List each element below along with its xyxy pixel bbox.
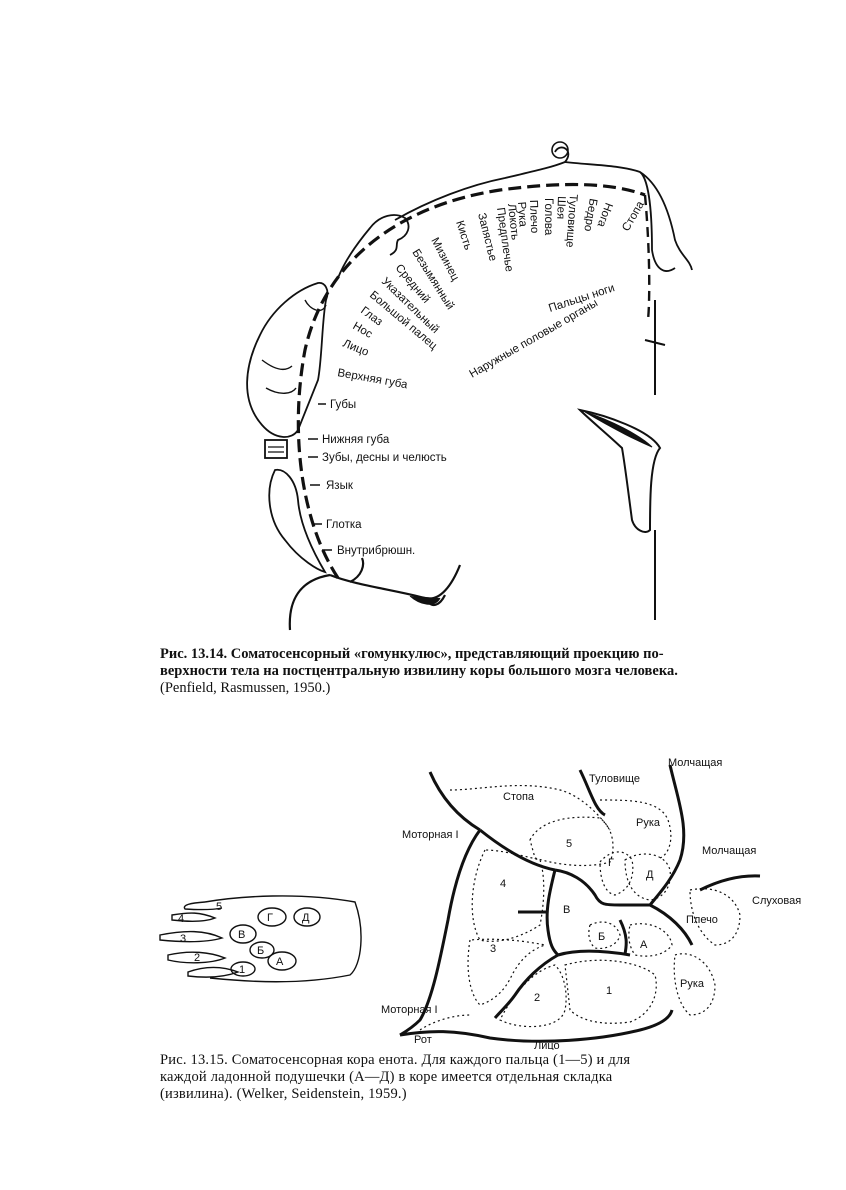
paw-digit-5: 5 [216, 901, 222, 913]
region-lico: Лицо [534, 1040, 560, 1050]
homunculus-flat-labels: Верхняя губа Губы Нижняя губа Зубы, десн… [322, 367, 447, 557]
label-bedro: Бедро [581, 197, 599, 232]
paw-labels: 5 4 3 2 1 В Г Д Б А [178, 901, 310, 976]
paw-pad-g: Г [267, 912, 273, 924]
paw-pad-b: Б [257, 945, 264, 957]
caption-figure-13-15: Рис. 13.15. Соматосенсорная кора енота. … [160, 1052, 810, 1103]
region-b: Б [598, 931, 605, 943]
caption-1-line-3: (Penfield, Rasmussen, 1950.) [160, 680, 810, 697]
label-ruka: Рука [515, 201, 529, 227]
region-sluhovaya: Слуховая [752, 895, 801, 907]
caption-1-line-1: Рис. 13.14. Соматосенсорный «гомункулюс»… [160, 646, 810, 663]
region-stopa: Стопа [503, 791, 535, 803]
label-golova: Голова [542, 198, 554, 236]
label-naruzhnye-polovye-organy: Наружные половые органы [468, 297, 601, 380]
caption-2-line-2: каждой ладонной подушечки (А—Д) в коре и… [160, 1069, 810, 1086]
label-zapyaste: Запястье [475, 212, 499, 263]
label-glotka: Глотка [326, 519, 362, 531]
region-g: Г [608, 857, 614, 869]
label-sheya: Шея [554, 196, 567, 220]
region-a: А [640, 939, 648, 951]
teeth-drawing [265, 440, 287, 458]
region-ruka-top: Рука [636, 817, 661, 829]
homunculus-figure [247, 142, 692, 630]
cortex-inner-line [645, 195, 649, 320]
label-guby: Губы [330, 399, 356, 411]
label-plecho: Плечо [527, 200, 540, 234]
region-4: 4 [500, 878, 506, 890]
region-tulovishche: Туловище [589, 773, 640, 785]
caption-2-line-1: Рис. 13.15. Соматосенсорная кора енота. … [160, 1052, 810, 1069]
region-d: Д [646, 869, 654, 881]
paw-digit-3: 3 [180, 933, 186, 945]
label-yazyk: Язык [326, 480, 354, 492]
label-kist: Кисть [453, 219, 474, 251]
paw-digit-2: 2 [194, 952, 200, 964]
label-nizhnyaya-guba: Нижняя губа [322, 434, 390, 446]
paw-pad-a: А [276, 956, 284, 968]
homunculus-rotated-labels: Мизинец Безымянный Средний Указательный … [341, 194, 647, 381]
raccoon-map-labels: Молчащая Туловище Стопа Моторная I Рука … [381, 757, 801, 1050]
region-3: 3 [490, 943, 496, 955]
region-motornaya-bottom: Моторная I [381, 1004, 438, 1016]
region-molchashchaya-top: Молчащая [668, 757, 722, 769]
region-rot: Рот [414, 1034, 432, 1046]
caption-1-line-2: верхности тела на постцентральную извили… [160, 663, 810, 680]
region-plecho: Плечо [686, 914, 718, 926]
region-ruka-bottom: Рука [680, 978, 705, 990]
figure-13-14-and-13-15: Мизинец Безымянный Средний Указательный … [0, 0, 846, 1050]
caption-figure-13-14: Рис. 13.14. Соматосенсорный «гомункулюс»… [160, 646, 810, 697]
label-lico-face: Лицо [341, 338, 370, 359]
label-verhnyaya-guba: Верхняя губа [336, 367, 408, 391]
raccoon-paw-drawing [160, 896, 361, 982]
region-molchashchaya-mid: Молчащая [702, 845, 756, 857]
region-5: 5 [566, 838, 572, 850]
paw-digit-4: 4 [178, 913, 184, 925]
label-zuby: Зубы, десны и челюсть [322, 452, 447, 464]
paw-pad-v: В [238, 929, 245, 941]
lower-sulcus [290, 558, 460, 630]
region-motornaya-top: Моторная I [402, 829, 459, 841]
region-1: 1 [606, 985, 612, 997]
face-drawing [247, 283, 327, 437]
label-vnutribryushn: Внутрибрюшн. [337, 545, 415, 557]
paw-pad-d: Д [302, 912, 310, 924]
region-v: В [563, 904, 570, 916]
paw-digit-1: 1 [239, 964, 245, 976]
caption-2-line-3: (извилина). (Welker, Seidenstein, 1959.) [160, 1086, 810, 1103]
region-2: 2 [534, 992, 540, 1004]
raccoon-cortex-map [400, 765, 760, 1041]
label-stopa: Стопа [620, 199, 647, 234]
